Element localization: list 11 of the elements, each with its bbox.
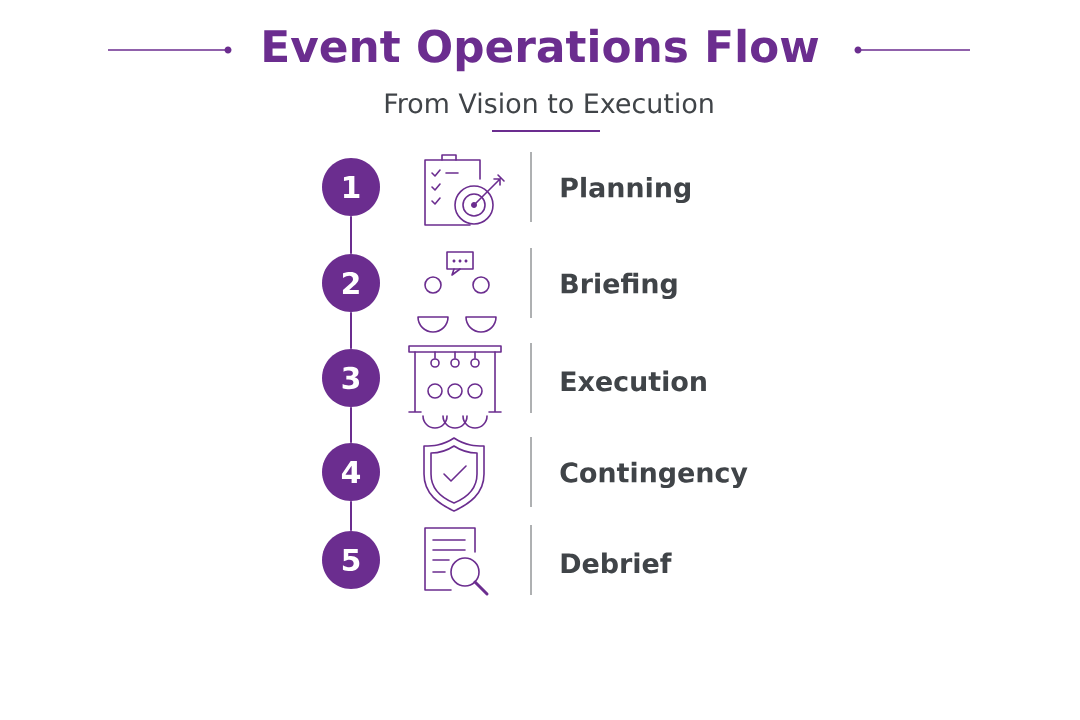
step-label: Briefing <box>561 272 677 300</box>
step-label: Debrief <box>561 552 672 574</box>
step-label: Contingency <box>560 461 748 489</box>
subtitle: From Vision to Execution <box>385 92 713 114</box>
connector-line <box>350 311 352 350</box>
step-label: Planning <box>561 176 690 204</box>
connector-line <box>350 500 352 532</box>
title: Event Operations Flow <box>264 28 819 72</box>
connector-line <box>350 406 352 444</box>
step-label: Execution <box>561 370 706 392</box>
connector-line <box>350 215 352 255</box>
